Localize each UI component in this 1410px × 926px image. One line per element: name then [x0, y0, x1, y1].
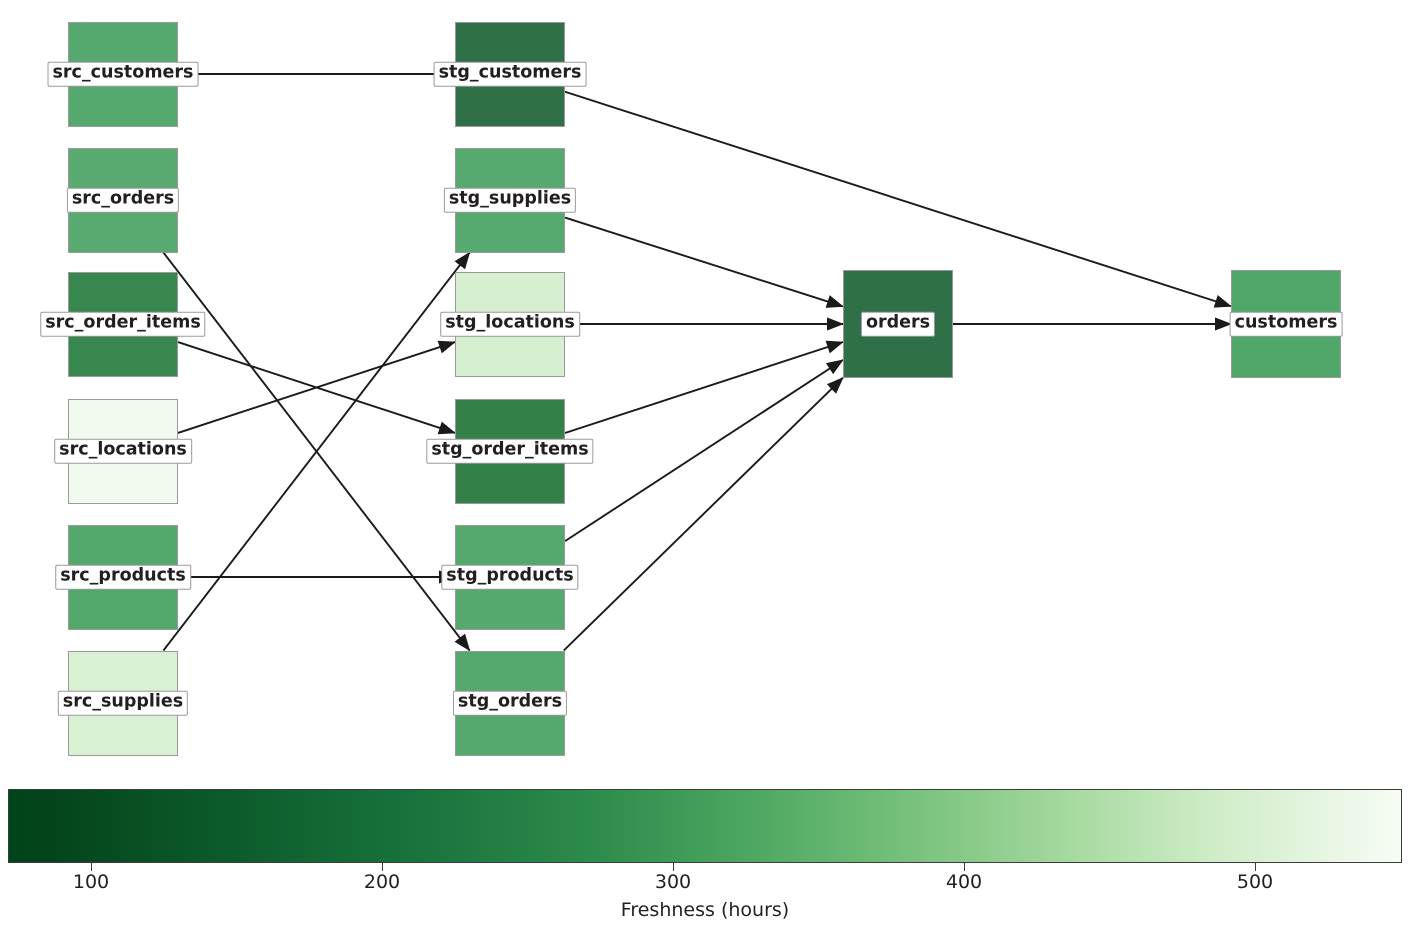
edge-stg_supplies-to-orders	[564, 216, 844, 308]
node-label-stg_order_items[interactable]: stg_order_items	[426, 438, 594, 464]
node-label-src_supplies[interactable]: src_supplies	[57, 690, 189, 716]
node-label-stg_locations[interactable]: stg_locations	[440, 311, 580, 337]
colorbar-tick-mark	[382, 863, 383, 871]
edge-src_order_items-to-stg_order_items	[177, 341, 456, 435]
node-label-stg_orders[interactable]: stg_orders	[452, 690, 568, 716]
colorbar-tick-mark	[964, 863, 965, 871]
colorbar-axis-label: Freshness (hours)	[620, 899, 790, 921]
edge-stg_orders-to-orders	[563, 377, 844, 652]
edge-src_supplies-to-stg_supplies	[162, 251, 471, 652]
colorbar-gradient	[8, 789, 1402, 863]
colorbar-tick-label: 300	[654, 871, 692, 893]
colorbar-tick-mark	[1255, 863, 1256, 871]
colorbar-tick-label: 200	[363, 871, 401, 893]
colorbar-tick-label: 400	[945, 871, 983, 893]
colorbar-tick-label: 100	[72, 871, 110, 893]
edge-src_orders-to-stg_orders	[162, 251, 471, 652]
edge-src_locations-to-stg_locations	[177, 340, 456, 434]
node-label-stg_supplies[interactable]: stg_supplies	[443, 187, 577, 213]
node-label-stg_products[interactable]: stg_products	[441, 564, 579, 590]
node-label-src_locations[interactable]: src_locations	[54, 438, 192, 464]
edge-stg_products-to-orders	[564, 359, 844, 542]
node-label-src_customers[interactable]: src_customers	[47, 61, 199, 87]
colorbar-tick-label: 500	[1236, 871, 1274, 893]
node-label-orders[interactable]: orders	[860, 311, 936, 337]
node-label-customers[interactable]: customers	[1229, 311, 1343, 337]
node-label-src_products[interactable]: src_products	[55, 564, 191, 590]
colorbar-tick-mark	[673, 863, 674, 871]
colorbar-tick-mark	[91, 863, 92, 871]
node-label-stg_customers[interactable]: stg_customers	[433, 61, 587, 87]
node-label-src_orders[interactable]: src_orders	[66, 187, 180, 213]
node-label-src_order_items[interactable]: src_order_items	[40, 311, 206, 337]
edge-stg_order_items-to-orders	[564, 340, 844, 434]
